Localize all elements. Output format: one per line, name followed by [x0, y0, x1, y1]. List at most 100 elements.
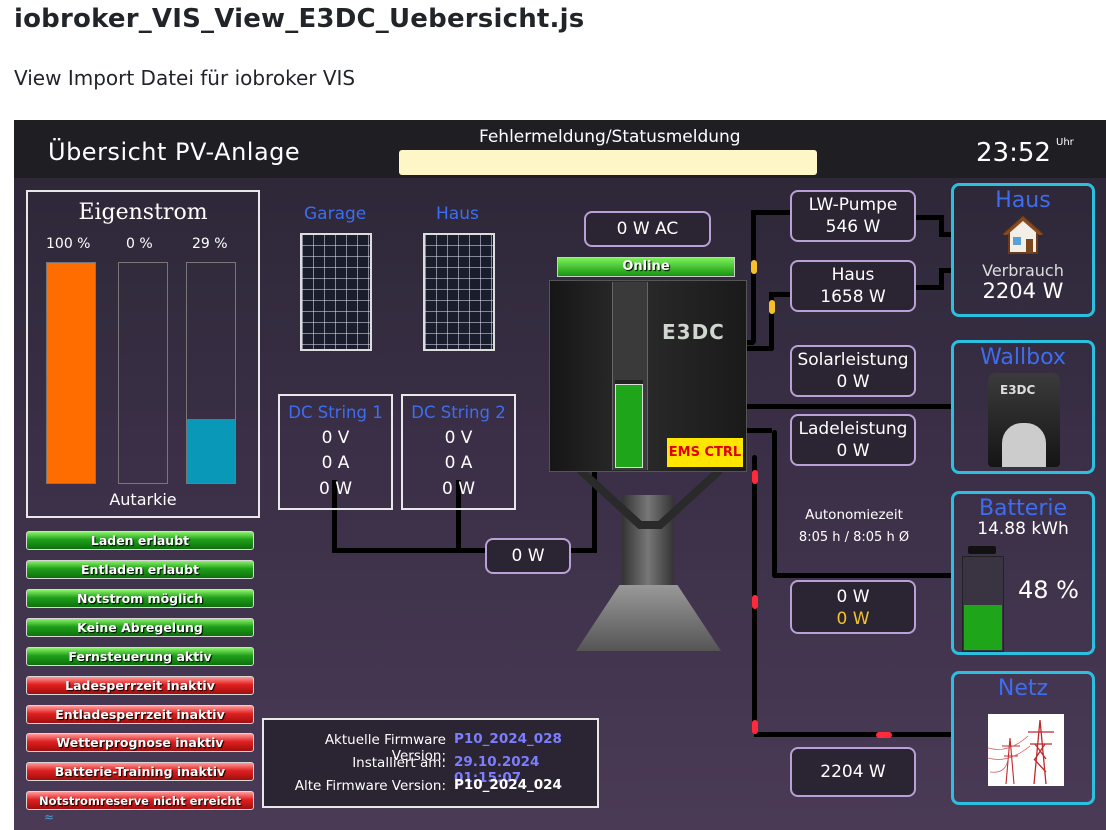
- wire-inv-out1: [744, 340, 754, 345]
- eigenstrom-bar-3: [186, 262, 236, 484]
- wire-haus-join: [744, 346, 773, 351]
- status-ladesperrzeit-inaktiv: Ladesperrzeit inaktiv: [26, 676, 254, 695]
- status-entladen-erlaubt: Entladen erlaubt: [26, 560, 254, 579]
- wire-pv-up: [592, 468, 597, 553]
- dc-string-2-title: DC String 2: [411, 403, 506, 422]
- ems-ctrl-badge: EMS CTRL: [667, 438, 743, 467]
- wire-battery-h2: [774, 573, 952, 578]
- netz-panel: Netz: [951, 671, 1095, 805]
- battery-cap-icon: [968, 546, 996, 554]
- wire-lw-vertical: [751, 212, 756, 344]
- dc-string-1: DC String 1 0 V 0 A 0 W: [278, 394, 393, 510]
- inverter-battery-gauge: [615, 380, 643, 468]
- page-title: iobroker_VIS_View_E3DC_Uebersicht.js: [14, 4, 585, 34]
- verbrauch-label: Verbrauch: [982, 261, 1064, 280]
- autonomiezeit-value: 8:05 h / 8:05 h Ø: [798, 530, 910, 545]
- eigenstrom-footer: Autarkie: [109, 490, 177, 509]
- wire-garage-collector: [332, 548, 487, 553]
- inverter-legs: [577, 470, 723, 529]
- status-fernsteuerung-aktiv: Fernsteuerung aktiv: [26, 647, 254, 666]
- header-title: Übersicht PV-Anlage: [48, 138, 301, 166]
- dc-string-1-voltage: 0 V: [321, 428, 350, 448]
- haus-panel: Haus Verbrauch 2204 W: [951, 183, 1095, 317]
- dc-string-2: DC String 2 0 V 0 A 0 W: [401, 394, 516, 510]
- batterie-panel: Batterie 14.88 kWh 48 %: [951, 491, 1095, 655]
- haus-power-box: Haus 1658 W: [790, 260, 916, 312]
- dc-string-2-power: 0 W: [441, 479, 476, 499]
- lw-pumpe-box: LW-Pumpe 546 W: [790, 190, 916, 242]
- flow-dot-haus: [769, 300, 775, 314]
- haus-panel-title: Haus: [995, 188, 1051, 213]
- pv-total-power: 0 W: [485, 538, 571, 574]
- solar-panel-garage-icon: [300, 233, 372, 351]
- wallbox-logo: E3DC: [1000, 383, 1036, 397]
- flow-dot-grid-3: [752, 720, 758, 734]
- solarleistung-value: 0 W: [836, 372, 870, 392]
- wire-battery-v: [772, 430, 777, 578]
- battery-level-fill: [964, 605, 1002, 650]
- wallbox-icon: E3DC: [988, 373, 1060, 467]
- battery-icon: [962, 556, 1004, 652]
- flow-dot-grid-1: [752, 470, 758, 484]
- wire-haus-to-house-h2: [939, 268, 953, 273]
- firmware-current-label: Aktuelle Firmware Version:: [324, 732, 446, 764]
- status-entladesperrzeit-inaktiv: Entladesperrzeit inaktiv: [26, 705, 254, 724]
- dc-string-1-current: 0 A: [321, 453, 350, 473]
- grid-power-box: 2204 W: [790, 747, 916, 797]
- inverter-battery-fill: [615, 384, 643, 468]
- wire-lw-to-house: [914, 215, 944, 220]
- status-wetterprognose-inaktiv: Wetterprognose inaktiv: [26, 733, 254, 752]
- pv-garage-label: Garage: [304, 204, 367, 224]
- power-tower-icon: [988, 714, 1064, 786]
- wire-haus-h: [771, 292, 793, 297]
- eigenstrom-bar-label-1: 100 %: [46, 236, 91, 252]
- status-batterie-training-inaktiv: Batterie-Training inaktiv: [26, 762, 254, 781]
- eigenstrom-bar-2: [118, 262, 168, 484]
- inverter-logo: E3DC: [662, 320, 725, 344]
- dc-string-2-voltage: 0 V: [444, 428, 473, 448]
- wire-pv-to-inverter: [570, 548, 596, 553]
- wallbox-panel: Wallbox E3DC: [951, 340, 1095, 474]
- status-laden-erlaubt: Laden erlaubt: [26, 531, 254, 550]
- firmware-old-value: P10_2024_024: [454, 777, 562, 793]
- ladeleistung-label: Ladeleistung: [798, 419, 908, 439]
- dc-string-2-current: 0 A: [444, 453, 473, 473]
- inverter-base: [576, 585, 721, 651]
- wire-garage-down: [332, 480, 337, 552]
- batterie-kwh: 14.88 kWh: [977, 519, 1069, 539]
- pv-haus-label: Haus: [436, 204, 479, 224]
- wire-lw-to-house-v: [939, 215, 944, 235]
- flow-dot-grid-4: [876, 732, 892, 738]
- page-subtitle: View Import Datei für iobroker VIS: [14, 66, 356, 90]
- autonomiezeit-label: Autonomiezeit: [805, 507, 903, 523]
- header-bar: Übersicht PV-Anlage Fehlermeldung/Status…: [14, 120, 1106, 178]
- clock-time: 23:52: [976, 138, 1051, 168]
- wire-grid-h: [754, 732, 952, 737]
- firmware-installed-label: Installiert am:: [352, 755, 446, 771]
- wire-wallbox: [744, 404, 952, 409]
- flow-dot-grid-2: [752, 595, 758, 609]
- firmware-installed-value: 29.10.2024 01:15:07: [454, 754, 540, 786]
- status-label: Fehlermeldung/Statusmeldung: [479, 127, 741, 147]
- status-keine-abregelung: Keine Abregelung: [26, 618, 254, 637]
- wire-lw-to-house-h2: [939, 232, 953, 237]
- firmware-old-label: Alte Firmware Version:: [294, 778, 446, 794]
- wire-haus-down: [456, 480, 461, 552]
- wallbox-panel-title: Wallbox: [980, 345, 1066, 370]
- eigenstrom-bar-label-3: 29 %: [192, 236, 228, 252]
- ladeleistung-box: Ladeleistung 0 W: [790, 414, 916, 466]
- connection-icon: ≈: [44, 810, 55, 824]
- house-icon: [1002, 215, 1044, 254]
- battery-power-value: 0 W: [836, 587, 870, 607]
- firmware-panel: Aktuelle Firmware Version: P10_2024_028 …: [262, 718, 599, 808]
- solarleistung-box: Solarleistung 0 W: [790, 345, 916, 397]
- wire-battery-h: [744, 428, 772, 433]
- batterie-panel-title: Batterie: [978, 496, 1068, 521]
- eigenstrom-bar-1: [46, 262, 96, 484]
- online-badge: Online: [557, 257, 735, 277]
- eigenstrom-title: Eigenstrom: [78, 200, 208, 225]
- batterie-percent: 48 %: [1018, 576, 1079, 604]
- solar-panel-haus-icon: [423, 233, 495, 351]
- ladeleistung-value: 0 W: [836, 441, 870, 461]
- haus-power-label: Haus: [831, 265, 875, 285]
